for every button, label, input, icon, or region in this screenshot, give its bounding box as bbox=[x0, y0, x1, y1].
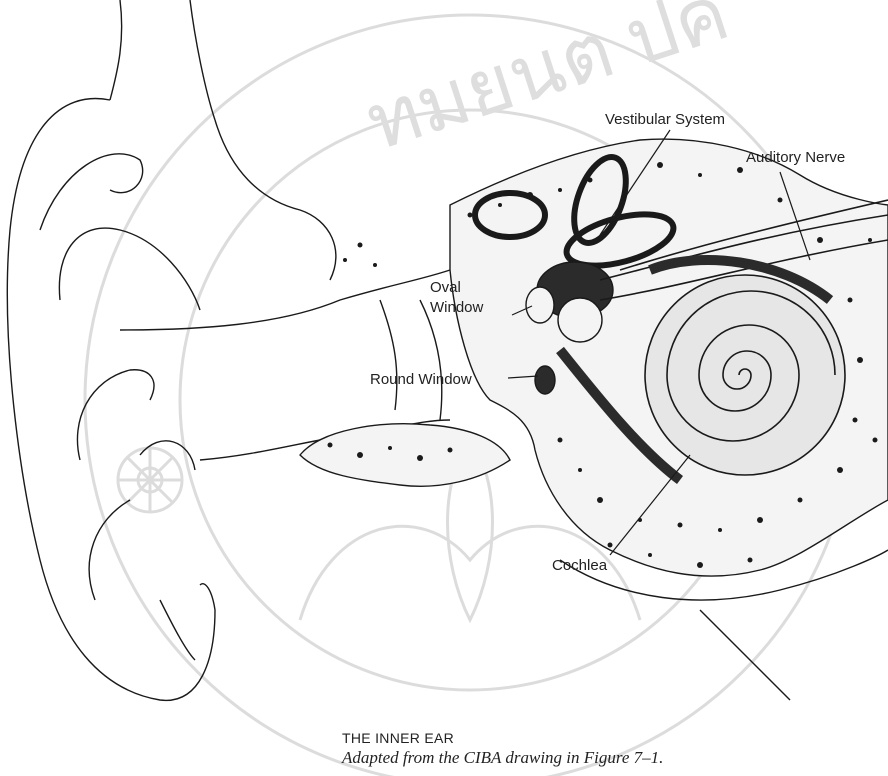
label-vestibular-system: Vestibular System bbox=[605, 112, 725, 127]
figure-title: THE INNER EAR bbox=[342, 730, 454, 746]
label-auditory-nerve: Auditory Nerve bbox=[746, 150, 845, 165]
label-oval-window-line2: Window bbox=[430, 300, 483, 315]
figure-source-note: Adapted from the CIBA drawing in Figure … bbox=[342, 748, 663, 768]
watermark-flower bbox=[118, 448, 182, 512]
label-oval-window-line1: Oval bbox=[430, 280, 461, 295]
label-cochlea: Cochlea bbox=[552, 558, 607, 573]
label-round-window: Round Window bbox=[370, 372, 472, 387]
ear-canal bbox=[120, 120, 450, 460]
